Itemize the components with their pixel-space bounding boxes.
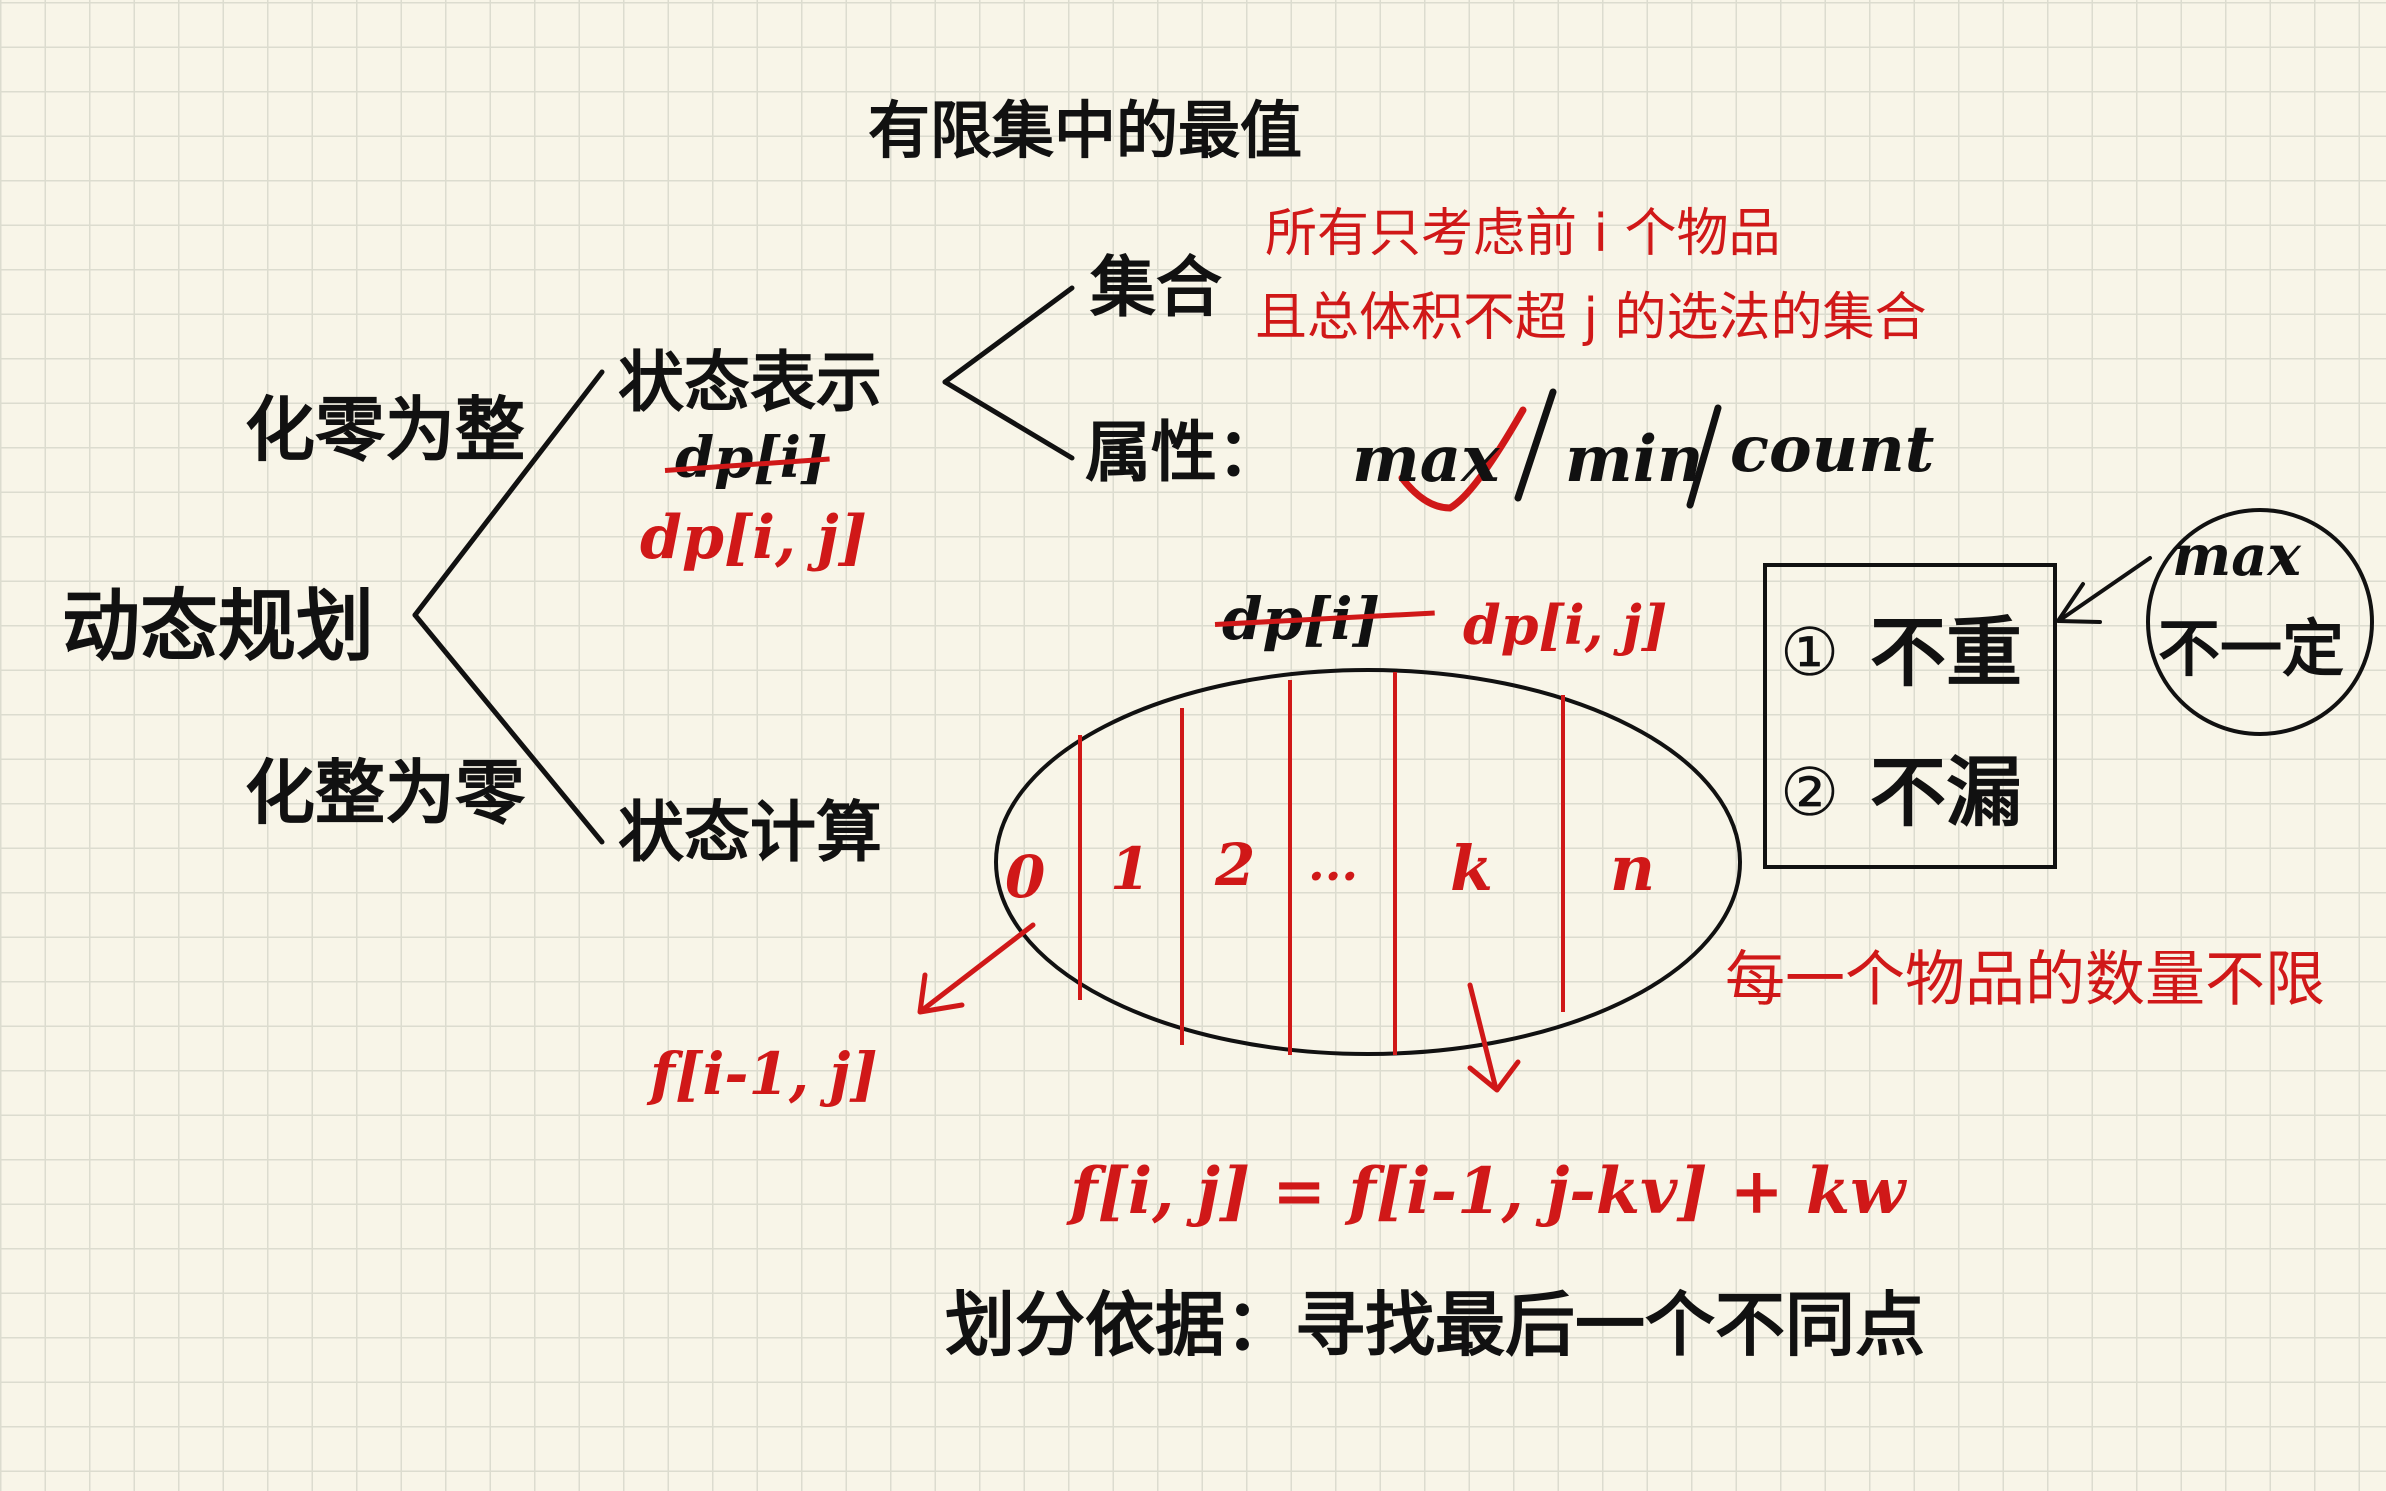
rule-2-number: ② xyxy=(1780,754,1840,831)
rules-box xyxy=(1763,563,2057,869)
segment-n: n xyxy=(1610,832,1656,905)
arrow-left-shaft xyxy=(922,922,1036,1011)
arrow-circle-shaft xyxy=(2058,556,2152,622)
state-computation: 状态计算 xyxy=(618,794,882,871)
circle-note-max: max xyxy=(2172,523,2301,589)
edge-root-to-repr xyxy=(412,369,605,618)
rule-1-text: 不重 xyxy=(1870,608,2022,697)
label-whole-to-zero: 化整为零 xyxy=(245,752,525,834)
dp-new-label: dp[i, j] xyxy=(640,503,867,573)
attribute-label: 属性： xyxy=(1085,414,1283,491)
edge-root-to-calc xyxy=(412,612,605,845)
transition-formula: f[i, j] = f[i-1, j-kv] + kw xyxy=(1070,1154,1906,1229)
rule-1-number: ① xyxy=(1780,614,1840,691)
slash-2 xyxy=(1686,404,1722,509)
slash-1 xyxy=(1514,388,1557,502)
segment-2: 2 xyxy=(1215,831,1256,899)
circle-note-uncertain: 不一定 xyxy=(2158,612,2345,685)
set-description-line1: 所有只考虑前 i 个物品 xyxy=(1265,204,1781,264)
max-note-circle xyxy=(2146,508,2374,736)
set-ellipse xyxy=(994,668,1742,1056)
segment-1: 1 xyxy=(1110,835,1151,903)
root-node: 动态规划 xyxy=(62,582,375,672)
set-label: 集合 xyxy=(1090,249,1222,326)
ellipse-dp-new: dp[i, j] xyxy=(1463,593,1668,657)
attr-option-max: max xyxy=(1352,422,1500,497)
arrow-k-head xyxy=(1467,1059,1521,1093)
arrow-k-shaft xyxy=(1467,982,1498,1088)
left-result: f[i-1, j] xyxy=(650,1040,878,1108)
set-description-line2: 且总体积不超 j 的选法的集合 xyxy=(1255,288,1927,348)
attr-option-count: count xyxy=(1730,412,1935,487)
rule-2-text: 不漏 xyxy=(1870,748,2022,837)
check-mark xyxy=(1398,406,1527,512)
segment-k: k xyxy=(1450,832,1493,905)
segment-ellipsis: ... xyxy=(1308,836,1359,892)
division-basis: 划分依据：寻找最后一个不同点 xyxy=(945,1284,1925,1366)
label-zero-to-whole: 化零为整 xyxy=(245,389,525,471)
edge-repr-to-set xyxy=(942,285,1075,385)
segment-0: 0 xyxy=(1005,843,1046,911)
arrow-circle-head xyxy=(2056,582,2102,624)
attr-option-min: min xyxy=(1565,422,1704,497)
arrow-left-head xyxy=(917,972,965,1015)
page-title: 有限集中的最值 xyxy=(868,94,1303,167)
unlimited-items-note: 每一个物品的数量不限 xyxy=(1725,945,2325,1015)
edge-repr-to-attr xyxy=(942,379,1075,461)
state-representation: 状态表示 xyxy=(618,344,882,421)
